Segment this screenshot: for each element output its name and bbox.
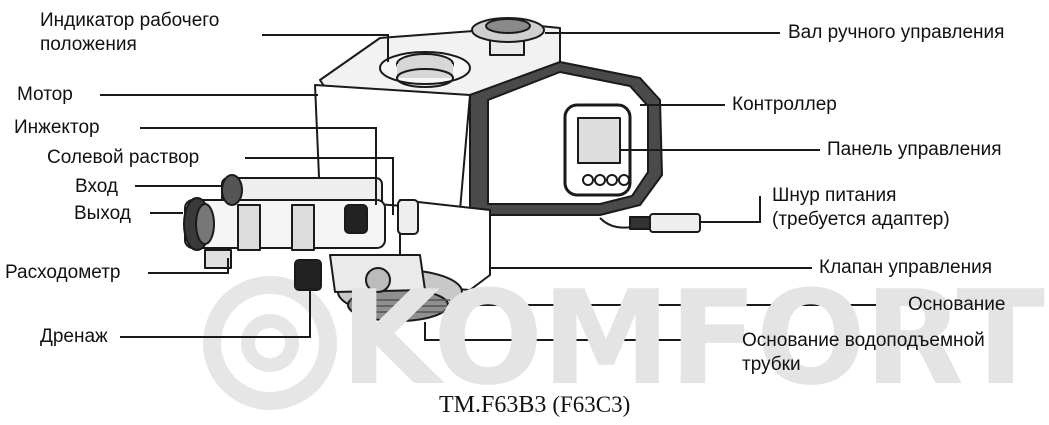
- leader-flowmeter: [148, 258, 229, 274]
- label-outlet: Выход: [74, 203, 131, 224]
- label-flowmeter: Расходометр: [5, 262, 121, 283]
- label-brine: Солевой раствор: [47, 147, 200, 168]
- label-riser-base: Основание водоподъемной трубки: [742, 330, 985, 375]
- leader-lines: [100, 32, 900, 341]
- label-drain: Дренаж: [40, 326, 108, 347]
- drain-fitting: [294, 259, 322, 291]
- label-controller: Контроллер: [732, 94, 837, 115]
- label-inlet: Вход: [75, 176, 118, 197]
- leader-indicator: [262, 34, 389, 62]
- injector-cap: [344, 204, 368, 234]
- brine-port: [397, 199, 419, 235]
- power-plug: [649, 213, 701, 233]
- label-control-panel: Панель управления: [827, 139, 1002, 160]
- leader-brine: [245, 157, 394, 215]
- softener-valve-drawing: [183, 17, 701, 322]
- label-indicator: Индикатор рабочего положения: [40, 10, 220, 55]
- watermark-logo: [203, 276, 337, 410]
- flowmeter-body: [204, 249, 232, 269]
- model-main: TM.F63B3: [439, 392, 547, 418]
- model-designation: TM.F63B3 (F63C3): [439, 392, 630, 419]
- label-injector: Инжектор: [14, 117, 100, 138]
- leader-injector: [140, 127, 377, 205]
- label-control-valve: Клапан управления: [819, 257, 992, 278]
- model-alt: (F63C3): [552, 392, 631, 417]
- label-manual-shaft: Вал ручного управления: [788, 22, 1005, 43]
- watermark-text: KOMFORT: [340, 262, 1045, 414]
- leader-riser-base: [424, 322, 735, 341]
- label-power-cord: Шнур питания (требуется адаптер): [772, 185, 950, 230]
- label-motor: Мотор: [17, 84, 73, 105]
- leader-drain: [120, 290, 311, 338]
- label-base: Основание: [908, 294, 1006, 315]
- leader-power-cord: [700, 196, 761, 223]
